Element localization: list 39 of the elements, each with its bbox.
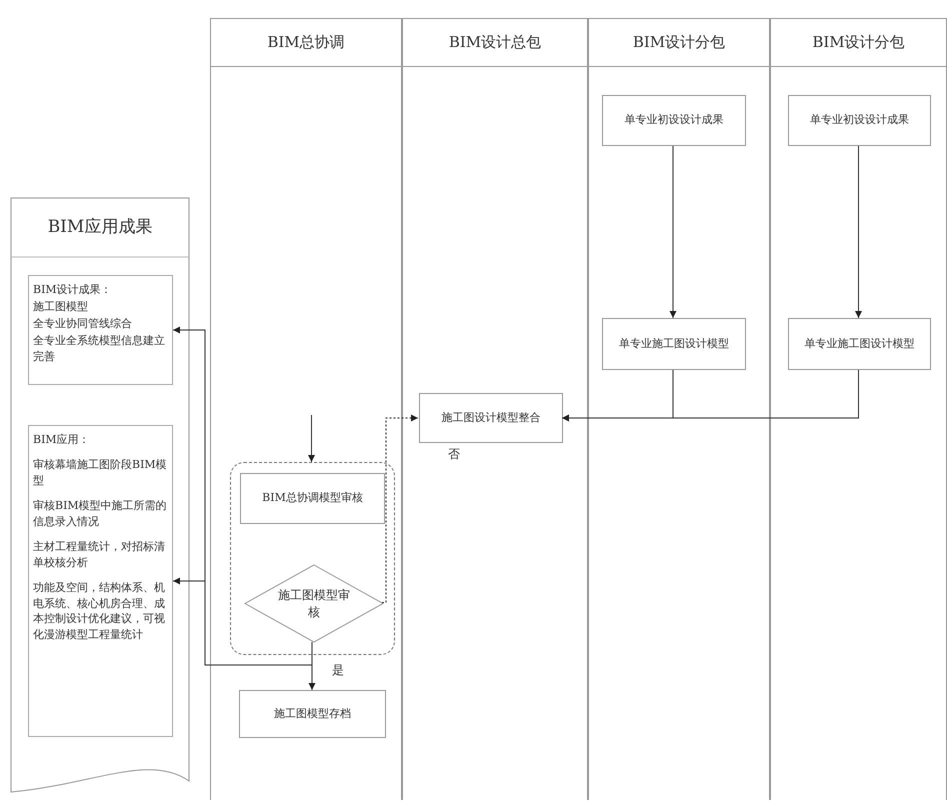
list-text: BIM应用：	[33, 432, 91, 448]
decision-text: 施工图模型审核	[277, 587, 351, 620]
list-text: 全专业全系统模型信息建立完善	[33, 332, 166, 365]
list-text: 审核幕墙施工图阶段BIM模型	[33, 456, 168, 489]
lane-header: BIM设计分包	[589, 18, 769, 67]
document-title: BIM应用成果	[46, 216, 154, 238]
process-box	[239, 690, 386, 738]
text-box	[28, 425, 173, 737]
box-text: 单专业初设设计成果	[624, 113, 724, 128]
list-text: BIM设计成果：	[33, 282, 113, 298]
decision-diamond	[244, 564, 384, 643]
dashed-group	[230, 462, 395, 655]
box-text: 单专业施工图设计模型	[619, 336, 729, 352]
swimlane	[770, 18, 947, 800]
document-shape	[10, 197, 190, 793]
text-box	[28, 275, 173, 385]
process-box	[602, 95, 746, 146]
swimlane	[402, 18, 588, 800]
list-text: 施工图模型	[33, 298, 89, 315]
box-text: 施工图设计模型整合	[442, 410, 540, 426]
process-box	[240, 473, 385, 524]
process-box	[419, 393, 563, 443]
swimlane	[210, 18, 402, 800]
edge-label: 是	[330, 662, 346, 679]
box-text: 单专业施工图设计模型	[804, 336, 914, 352]
lane-header: BIM设计总包	[403, 18, 587, 67]
list-text: 全专业协同管线综合	[33, 316, 133, 332]
box-text: 施工图模型存档	[274, 706, 351, 722]
lane-header: BIM设计分包	[771, 18, 946, 67]
list-text: 审核BIM模型中施工所需的信息录入情况	[33, 498, 168, 530]
box-text: BIM总协调模型审核	[262, 491, 363, 506]
process-box	[788, 95, 931, 146]
process-box	[602, 318, 746, 370]
lane-header: BIM总协调	[211, 18, 401, 67]
list-text: 主材工程量统计，对招标清单校核分析	[33, 538, 166, 571]
list-text: 功能及空间，结构体系、机电系统、核心机房合理、成本控制设计优化建议，可视化漫游模型工程量统计	[33, 580, 166, 644]
box-text: 单专业初设设计成果	[810, 113, 909, 128]
swimlane	[588, 18, 770, 800]
process-box	[788, 318, 931, 370]
